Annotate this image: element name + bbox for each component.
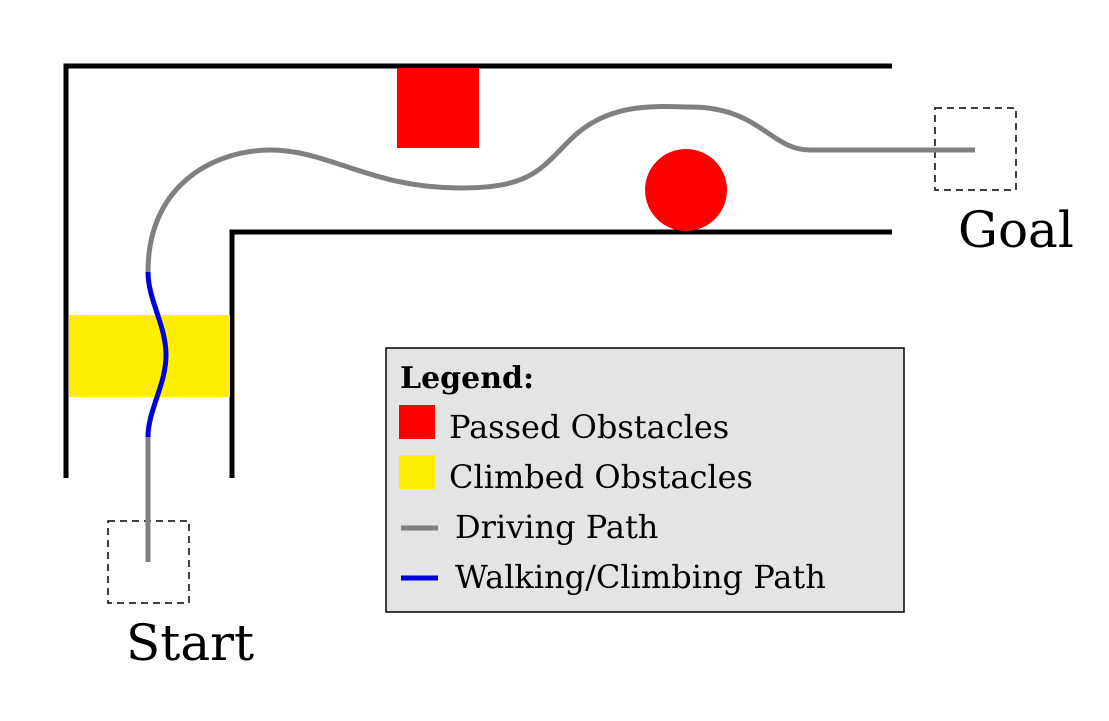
- outer-wall: [63, 63, 892, 478]
- legend-item-climbed-obstacles: Climbed Obstacles: [449, 458, 753, 496]
- legend-box: [385, 347, 905, 613]
- goal-box: [934, 107, 1017, 191]
- legend-item-passed-obstacles: Passed Obstacles: [449, 408, 729, 446]
- legend-swatch-climbed-obstacles: [399, 455, 435, 489]
- legend-item-driving-path: Driving Path: [455, 508, 658, 546]
- legend-title: Legend:: [400, 361, 534, 396]
- start-label: Start: [126, 614, 254, 672]
- legend-item-walking-climbing-path: Walking/Climbing Path: [455, 558, 826, 596]
- goal-label: Goal: [958, 201, 1074, 259]
- driving-path-main-segment: [145, 104, 975, 273]
- walking-climbing-path: [145, 271, 169, 438]
- passed-obstacle-circle: [645, 149, 727, 231]
- inner-wall: [229, 229, 892, 478]
- passed-obstacle-square: [397, 68, 479, 148]
- legend: Legend: Passed Obstacles Climbed Obstacl…: [385, 347, 905, 613]
- climbed-obstacle: [69, 315, 230, 397]
- legend-swatch-passed-obstacles: [399, 405, 435, 439]
